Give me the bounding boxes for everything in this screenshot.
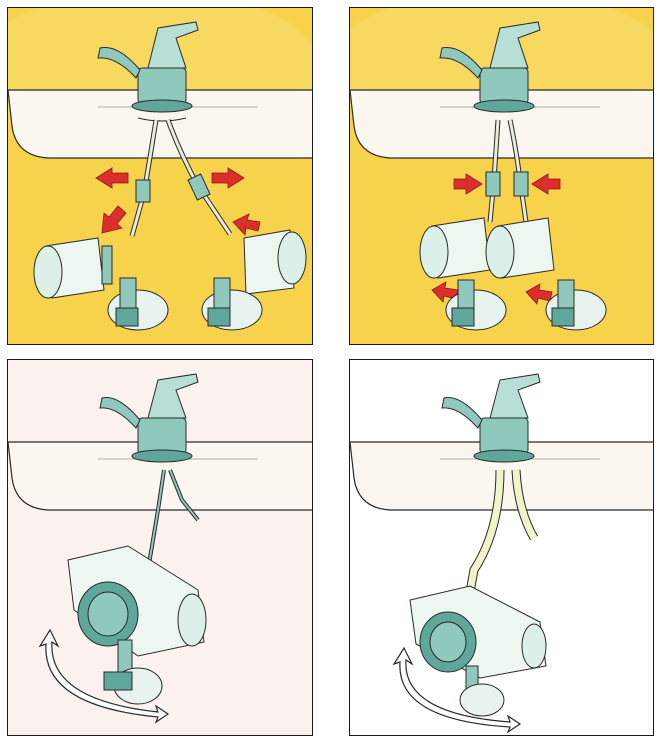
illustration-1 [8, 8, 313, 345]
panel-mounted-under-sink [7, 359, 313, 736]
panel-attach-cartridges [349, 7, 654, 345]
panel-disconnect-hoses [7, 7, 313, 345]
panel-mounted-under-sink-alt [349, 359, 654, 736]
illustration-2 [350, 8, 654, 345]
illustration-4 [350, 360, 654, 736]
illustration-3 [8, 360, 313, 736]
